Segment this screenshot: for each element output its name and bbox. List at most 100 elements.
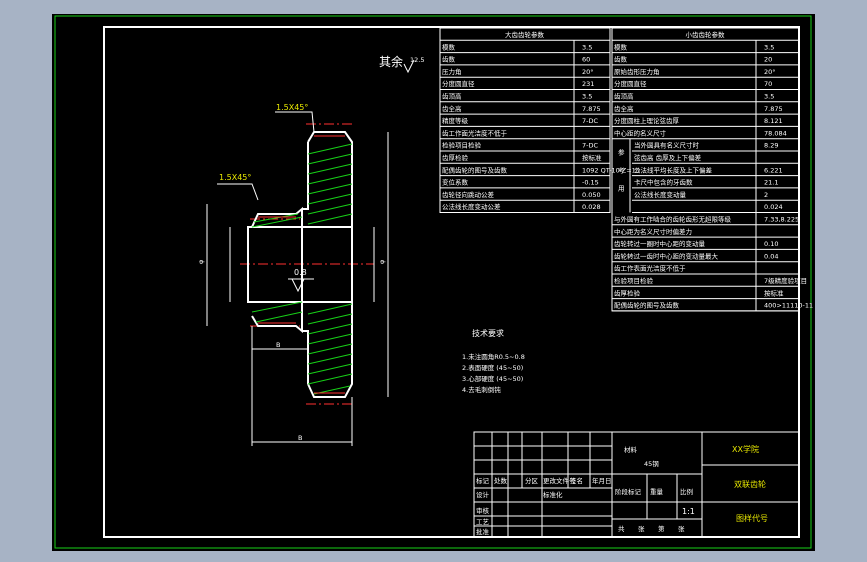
small-gear-table-row-value: 6.221 bbox=[764, 166, 783, 174]
small-gear-table-row-label: 模数 bbox=[614, 42, 628, 51]
tb-label-mark: 标记 bbox=[476, 476, 490, 485]
tb-company: XX学院 bbox=[732, 444, 759, 454]
tb-label-date: 年月日 bbox=[592, 476, 612, 485]
big-gear-table-border bbox=[439, 27, 611, 213]
big-gear-table-row-label: 齿工作面光洁度不低于 bbox=[442, 128, 508, 137]
dim-right-label: φ bbox=[378, 260, 386, 264]
dim-bottom1-label: B bbox=[276, 341, 280, 349]
small-gear-table-row-value: 7级精度验项目 bbox=[764, 276, 807, 285]
small-gear-table-row-value: 7.33,8.225 bbox=[764, 216, 799, 224]
tb-material-code: 45钢 bbox=[644, 460, 659, 468]
small-gear-table-row-value: 20 bbox=[764, 56, 772, 64]
small-gear-table-row-label: 齿全高 bbox=[614, 104, 634, 113]
big-gear-table-row-label: 配偶齿轮的图号及齿数 bbox=[442, 165, 508, 174]
cad-viewport[interactable]: 其余 12.5 1.5X45° 1.5X45° 0.8 φ φ B B 技术要求… bbox=[52, 14, 815, 551]
small-gear-table-row-label: 与外圆有工作啮合的齿轮齿形无超限等级 bbox=[614, 215, 732, 224]
big-gear-table-row-label: 齿全高 bbox=[442, 104, 462, 113]
small-gear-table-row-value: 70 bbox=[764, 80, 772, 88]
tb-sheet-4: 张 bbox=[678, 524, 685, 533]
qiyu-roughness-icon bbox=[403, 59, 415, 74]
big-gear-table-row-value: 231 bbox=[582, 80, 594, 88]
small-gear-table-row-label: 公法线长度变动量 bbox=[634, 190, 687, 199]
small-gear-table-row-label: 分度圆柱上理论弦齿厚 bbox=[614, 116, 680, 125]
small-gear-table-row-label: 齿厚检验 bbox=[614, 288, 641, 297]
tb-scale-label: 比例 bbox=[680, 487, 693, 496]
small-gear-table-group-label: 参 bbox=[618, 148, 625, 157]
gear-section bbox=[206, 111, 389, 446]
big-gear-table-row-value: 按标准 bbox=[582, 153, 602, 162]
tb-label-sign: 签名 bbox=[570, 476, 583, 485]
small-gear-table-row-value: 0.04 bbox=[764, 252, 778, 260]
big-gear-table-row-label: 压力角 bbox=[442, 67, 462, 76]
small-gear-table-row-label: 当外圆具有名义尺寸时 bbox=[634, 141, 700, 150]
small-gear-table-row-label: 齿工作表面光洁度不低于 bbox=[614, 264, 686, 273]
small-gear-table-row-label: 中心距为名义尺寸时偏差力 bbox=[614, 227, 692, 236]
tb-sheet-1: 共 bbox=[618, 524, 625, 533]
small-gear-table-row-value: 21.1 bbox=[764, 179, 778, 187]
dim-bottom2-label: B bbox=[298, 434, 302, 442]
tb-weight-label: 重量 bbox=[650, 488, 664, 496]
big-gear-table-row-value: 7.875 bbox=[582, 105, 601, 113]
big-gear-table-row-label: 齿数 bbox=[442, 55, 456, 64]
big-gear-table-row-value: 1092 QT-10 Z=15 bbox=[582, 166, 640, 174]
small-gear-table-row-label: 配偶齿轮的图号及齿数 bbox=[614, 301, 680, 310]
big-gear-table-row-value: 0.028 bbox=[582, 203, 601, 211]
small-gear-table-row-value: 3.5 bbox=[764, 43, 774, 51]
qiyu-label: 其余 bbox=[379, 54, 403, 69]
inner-frame bbox=[103, 26, 800, 538]
small-gear-table-group-label: 用 bbox=[618, 185, 625, 193]
tech-req-item-4: 4.去毛刺倒钝 bbox=[462, 385, 501, 394]
tb-role-process: 工艺 bbox=[476, 518, 490, 526]
tb-label-zone: 分区 bbox=[525, 476, 539, 485]
title-block: 标记 处数 分区 更改文件号 签名 年月日 设计 审核 工艺 批准 标准化 材料… bbox=[473, 431, 800, 538]
tb-label-change: 更改文件号 bbox=[543, 476, 576, 485]
big-gear-table-row-label: 检验项目检验 bbox=[442, 141, 482, 150]
small-gear-table-row-label: 齿数 bbox=[614, 55, 628, 64]
big-gear-table-title: 大齿齿轮参数 bbox=[505, 30, 545, 39]
chamfer-leader-top bbox=[275, 111, 315, 133]
big-gear-table-row-value: 3.5 bbox=[582, 93, 592, 101]
big-gear-table-row-value: 0.050 bbox=[582, 191, 601, 199]
big-gear-table-row-value: 3.5 bbox=[582, 43, 592, 51]
chamfer-leader-mid bbox=[217, 183, 259, 201]
small-gear-table-row-value: 20° bbox=[764, 68, 776, 76]
small-gear-table-row-value: 0.10 bbox=[764, 240, 778, 248]
small-gear-table-row-value: 8.29 bbox=[764, 142, 778, 150]
small-gear-table-row-label: 原始齿形压力角 bbox=[614, 67, 660, 76]
chamfer-mid-label: 1.5X45° bbox=[219, 173, 251, 182]
small-gear-table-row-label: 弦齿高 齿厚及上下偏差 bbox=[634, 153, 702, 162]
big-gear-table-row-label: 齿厚检验 bbox=[442, 153, 469, 162]
small-gear-table-row-label: 公法线平均长度及上下偏差 bbox=[634, 165, 713, 174]
tb-stage-label: 阶段标记 bbox=[615, 487, 642, 496]
chamfer-top-label: 1.5X45° bbox=[276, 103, 308, 112]
hub-top bbox=[302, 142, 309, 210]
small-gear-table-row-value: 2 bbox=[764, 191, 768, 199]
big-gear-table-row-value: -0.15 bbox=[582, 179, 599, 187]
big-gear-table-row-label: 齿顶高 bbox=[442, 92, 462, 101]
outer-frame bbox=[54, 15, 812, 549]
small-gear-table-row-value: 7.875 bbox=[764, 105, 783, 113]
big-gear-table-row-label: 齿轮径向跳动公差 bbox=[442, 190, 495, 199]
dim-left-label: φ bbox=[197, 260, 205, 264]
big-gear-table-row-value: 60 bbox=[582, 56, 590, 64]
small-gear-table-row-label: 中心距的名义尺寸 bbox=[614, 128, 667, 137]
small-gear-outline bbox=[251, 206, 303, 334]
small-gear-table-row-label: 齿轮转过一圈时中心距的变动量 bbox=[614, 239, 706, 248]
tb-role-design: 设计 bbox=[476, 490, 490, 499]
small-gear-table-row-value: 0.024 bbox=[764, 203, 783, 211]
big-gear-table-row-label: 公法线长度变动公差 bbox=[442, 202, 501, 211]
gear-drawing: 其余 12.5 1.5X45° 1.5X45° 0.8 φ φ B B 技术要求… bbox=[54, 15, 813, 549]
tb-sheet-2: 张 bbox=[638, 524, 645, 533]
small-gear-table-row-value: 78.084 bbox=[764, 129, 787, 137]
small-gear-table-group-label: 考 bbox=[618, 167, 625, 175]
small-gear-table-border bbox=[611, 27, 800, 312]
small-gear-table-row-value: 8.121 bbox=[764, 117, 783, 125]
big-gear-table-row-label: 变位系数 bbox=[442, 178, 469, 187]
small-gear-table-row-value: 3.5 bbox=[764, 93, 774, 101]
small-gear-table-row-label: 检验项目检验 bbox=[614, 276, 654, 285]
roughness-symbol-bore bbox=[291, 278, 305, 293]
small-gear-table-row-label: 卡尺中包含的牙齿数 bbox=[634, 178, 693, 187]
tb-role-review: 审核 bbox=[476, 506, 490, 515]
